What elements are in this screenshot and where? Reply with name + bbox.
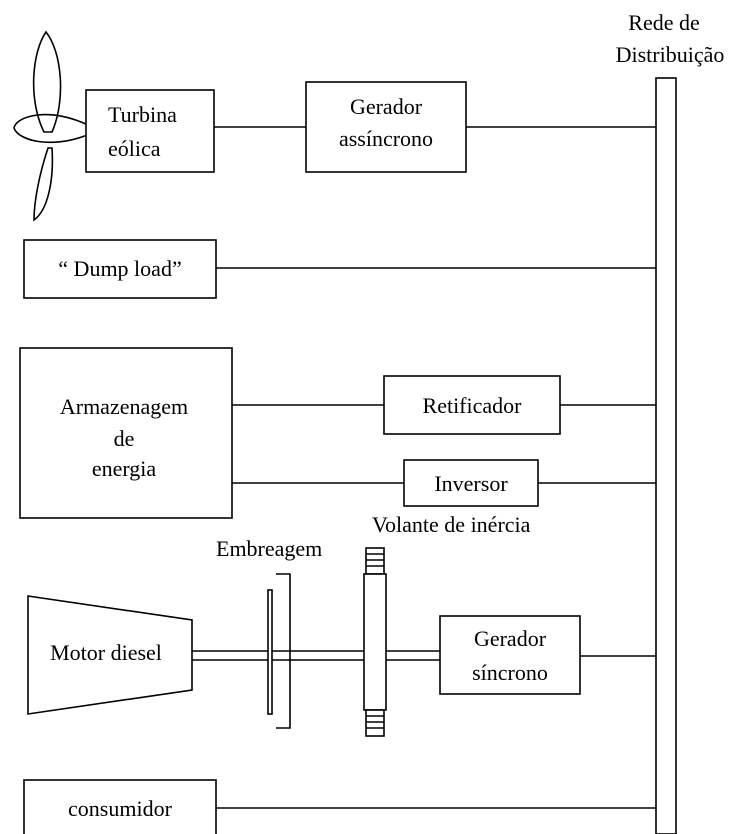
consumer-box <box>23 779 217 834</box>
turbine-label-line2: eólica <box>108 136 161 161</box>
inverter-box <box>403 459 539 507</box>
flywheel-icon <box>363 547 387 737</box>
dump-load-label: “ Dump load” <box>58 256 181 281</box>
storage-label-line3: energia <box>92 456 157 481</box>
rectifier-label: Retificador <box>423 393 523 418</box>
storage-label-line2: de <box>114 426 135 451</box>
energy-storage-box <box>19 347 233 519</box>
clutch-icon <box>267 573 291 729</box>
dump-load-box <box>23 239 217 299</box>
async-generator-label-line1: Gerador <box>350 94 423 119</box>
sync-generator-label-line2: síncrono <box>472 660 548 685</box>
asynchronous-generator-box <box>305 81 467 173</box>
sync-generator-label-line1: Gerador <box>474 626 547 651</box>
bus-label-line2: Distribuição <box>616 42 725 67</box>
storage-label-line1: Armazenagem <box>60 394 188 419</box>
clutch-label: Embreagem <box>216 536 322 561</box>
synchronous-generator-box <box>439 615 581 695</box>
distribution-bus <box>655 77 677 834</box>
rectifier-box <box>383 375 561 435</box>
diesel-engine-shape <box>27 595 193 715</box>
bus-label-line1: Rede de <box>628 10 699 35</box>
turbine-label-line1: Turbina <box>108 102 177 127</box>
flywheel-label: Volante de inércia <box>372 512 531 537</box>
consumer-label: consumidor <box>68 796 173 821</box>
diesel-engine-label: Motor diesel <box>50 640 162 665</box>
inverter-label: Inversor <box>434 471 508 496</box>
wind-turbine-box <box>85 89 215 173</box>
async-generator-label-line2: assíncrono <box>339 126 433 151</box>
rotor-blades-icon <box>13 30 91 222</box>
